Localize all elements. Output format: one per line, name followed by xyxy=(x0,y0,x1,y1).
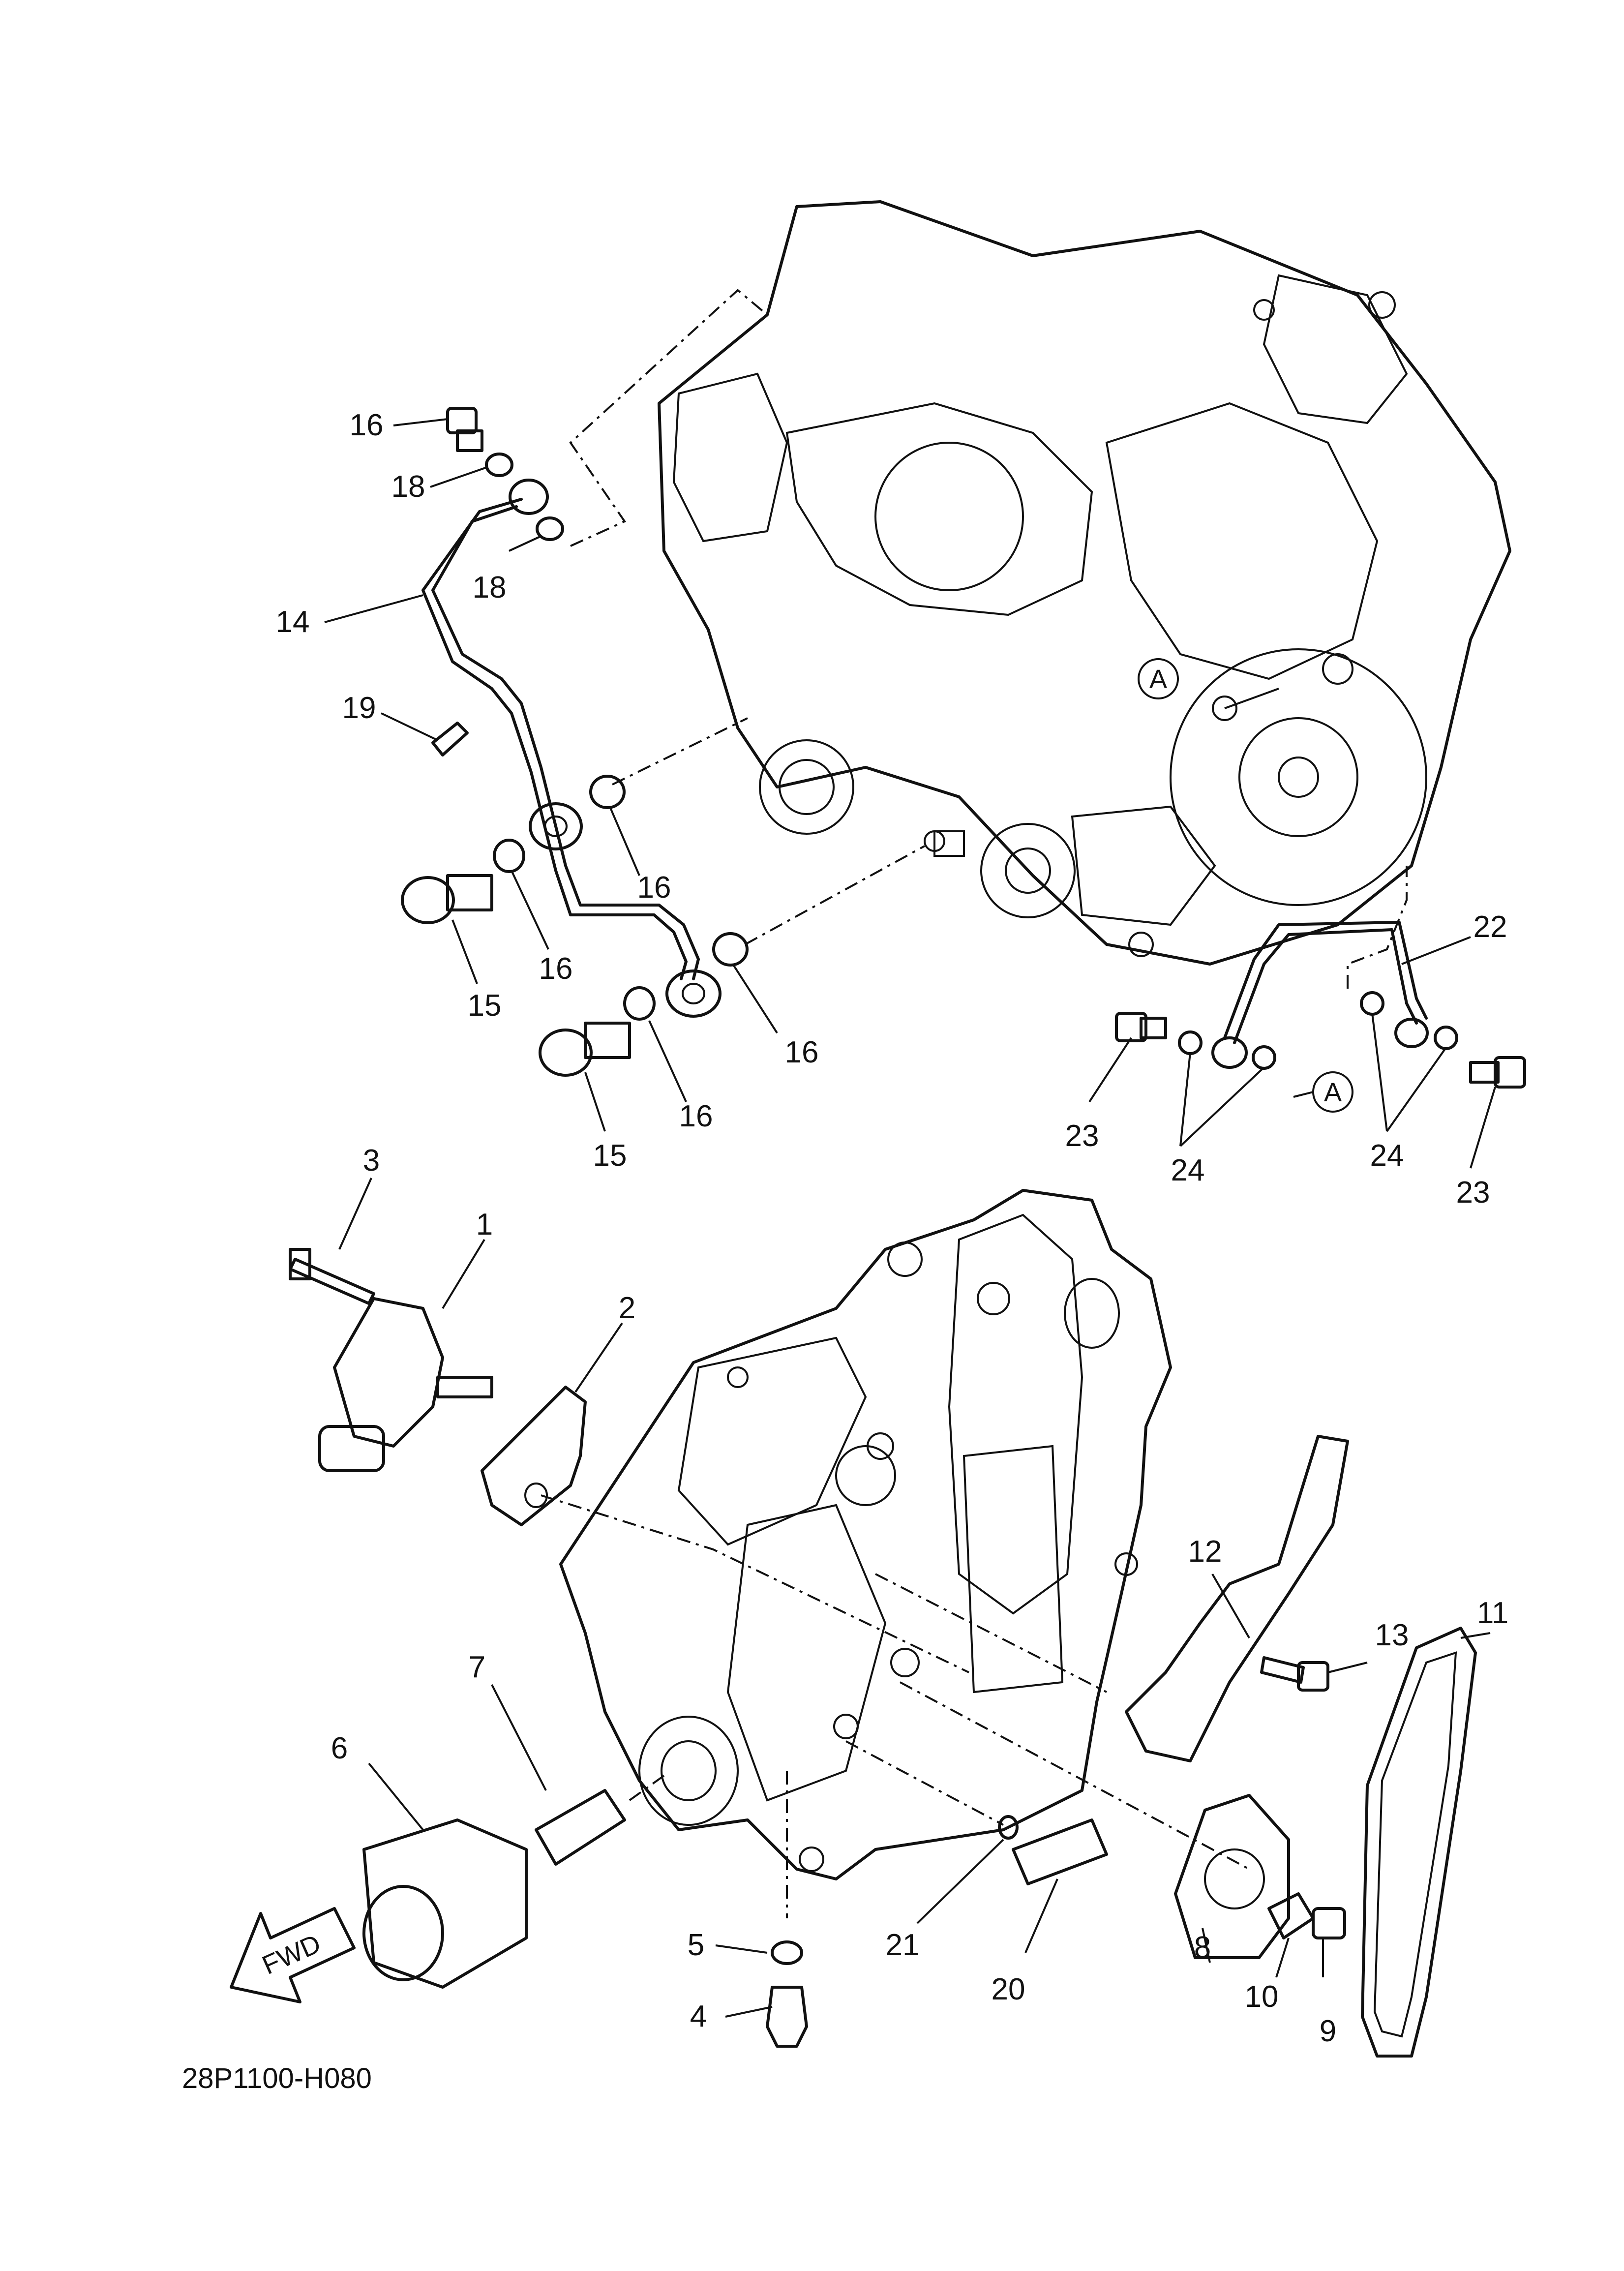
callout-16-c: 16 xyxy=(785,1035,819,1069)
callout-18-lower: 18 xyxy=(473,571,507,605)
callout-18-upper: 18 xyxy=(391,470,425,504)
callout-20: 20 xyxy=(992,1972,1025,2006)
callout-17: 16 xyxy=(350,408,384,442)
callout-11: 11 xyxy=(1477,1596,1508,1630)
reference-a-label-lower: A xyxy=(1324,1078,1342,1107)
small-parts xyxy=(289,407,1526,2058)
callout-1: 1 xyxy=(476,1208,493,1241)
lower-crankcase xyxy=(559,1189,1172,1880)
oil-delivery-pipe-2 xyxy=(1211,921,1429,1069)
oil-delivery-pipe-1 xyxy=(421,479,722,1018)
callout-24-left: 24 xyxy=(1171,1153,1205,1187)
callout-16-d: 16 xyxy=(679,1099,713,1133)
fwd-label: FWD xyxy=(258,1929,325,1980)
callout-16-a: 16 xyxy=(637,871,671,905)
drawing-code: 28P1100-H080 xyxy=(182,2062,372,2094)
callout-12: 12 xyxy=(1188,1535,1222,1569)
callout-24-right: 24 xyxy=(1370,1139,1404,1173)
reference-a-marker-upper xyxy=(1138,658,1179,699)
reference-markers: A A xyxy=(1138,658,1353,1113)
callout-13: 13 xyxy=(1375,1618,1409,1652)
callout-4: 4 xyxy=(690,1999,707,2033)
callout-9: 9 xyxy=(1320,2014,1336,2048)
callout-19: 19 xyxy=(342,691,376,725)
callout-numbers: 16 18 18 14 19 16 16 15 16 16 15 22 23 2… xyxy=(276,408,1509,2048)
fwd-arrow: FWD xyxy=(230,1907,356,2003)
callout-23-right: 23 xyxy=(1456,1176,1490,1210)
assembly-lines xyxy=(541,289,1408,1918)
callout-7: 7 xyxy=(469,1650,485,1684)
leader-lines xyxy=(324,418,1496,2018)
reference-a-marker-lower xyxy=(1312,1071,1353,1113)
callout-5: 5 xyxy=(688,1928,704,1962)
callout-16-b: 16 xyxy=(539,952,573,986)
callout-6: 6 xyxy=(331,1731,348,1765)
callout-15-b: 15 xyxy=(593,1139,627,1173)
callout-23-left: 23 xyxy=(1065,1119,1099,1153)
callout-22: 22 xyxy=(1474,910,1507,944)
reference-a-label-upper: A xyxy=(1149,665,1167,694)
callout-2: 2 xyxy=(619,1291,635,1325)
callout-8: 8 xyxy=(1194,1931,1211,1965)
callout-3: 3 xyxy=(363,1144,380,1178)
upper-crankcase xyxy=(658,200,1511,966)
callout-10: 10 xyxy=(1245,1980,1279,2014)
callout-15-a: 15 xyxy=(468,989,502,1023)
callout-14: 14 xyxy=(276,605,310,639)
callout-21: 21 xyxy=(886,1928,920,1962)
